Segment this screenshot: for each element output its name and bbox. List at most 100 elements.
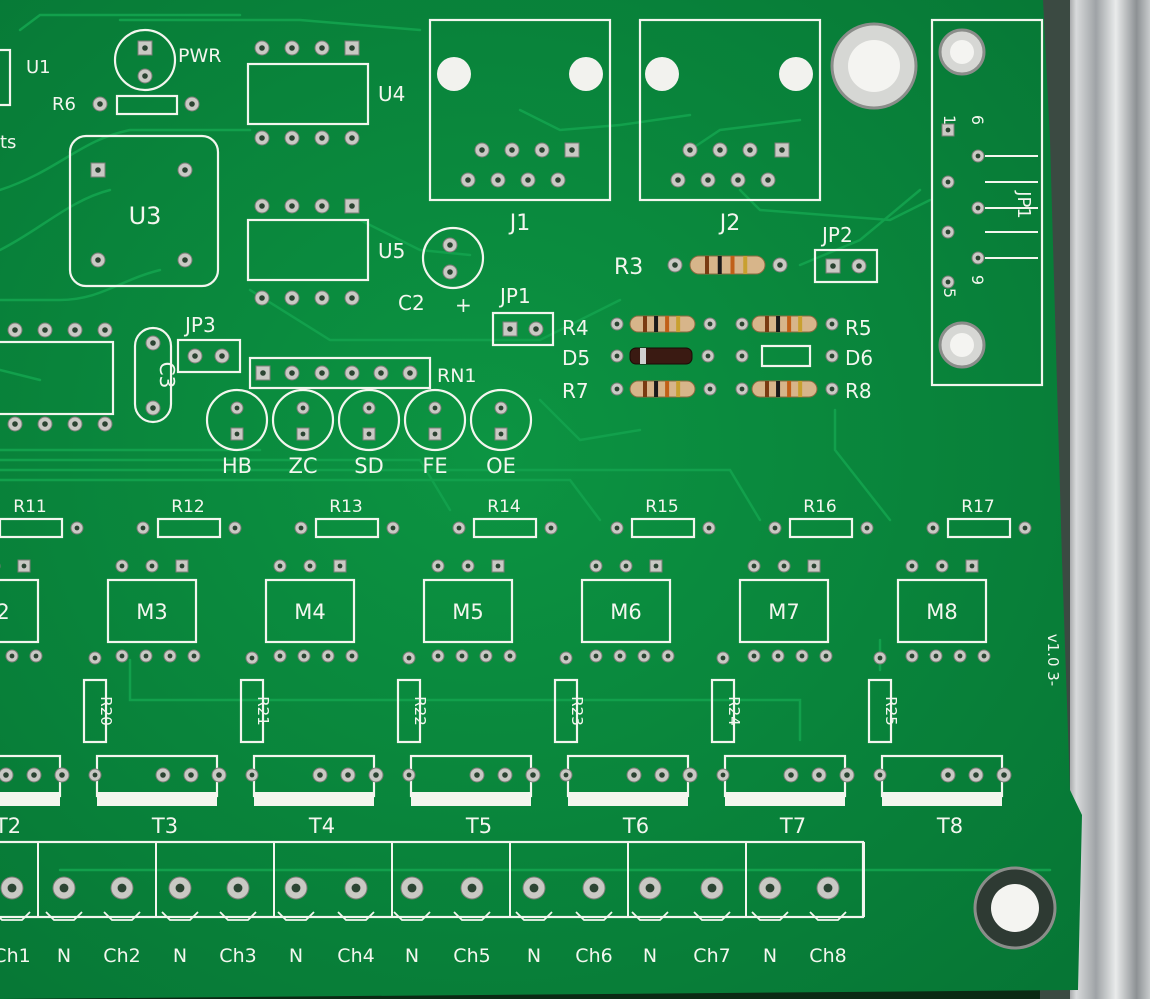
label-t2: T2 — [0, 814, 21, 838]
mount-hole-center — [848, 40, 900, 92]
pad-hole — [12, 421, 18, 427]
pad-hole — [909, 563, 915, 569]
label-terminal-5: N — [289, 945, 303, 967]
label-jp3: JP3 — [183, 313, 216, 337]
r4-resistor — [629, 315, 696, 333]
triac-bar — [254, 792, 374, 806]
pad-hole — [772, 525, 778, 531]
left-ic-outline — [0, 340, 115, 416]
pad-hole — [614, 525, 620, 531]
pad-hole — [631, 772, 637, 778]
pad-hole — [507, 326, 513, 332]
pad-hole — [569, 147, 575, 153]
pad-hole — [829, 353, 835, 359]
led-outline — [469, 388, 533, 452]
d5-band — [640, 348, 646, 364]
terminal-clamp — [575, 911, 613, 921]
pad-hole — [563, 772, 569, 778]
opto-outline — [580, 578, 672, 644]
pad-hole — [930, 525, 936, 531]
pad-hole — [188, 772, 194, 778]
led-outline — [205, 388, 269, 452]
resistor-band — [676, 316, 681, 332]
rch-outline — [788, 517, 854, 539]
pad-hole — [317, 772, 323, 778]
label-m7: M7 — [768, 600, 799, 624]
pad-hole — [788, 772, 794, 778]
pad-hole — [969, 563, 975, 569]
rch-outline — [946, 517, 1012, 539]
pad-hole — [351, 883, 361, 893]
opto-outline — [738, 578, 830, 644]
pad-hole — [939, 563, 945, 569]
resistor-body — [629, 315, 696, 333]
triac-bar — [725, 792, 845, 806]
r6-outline — [115, 94, 179, 116]
label-r4: R4 — [562, 316, 589, 340]
pad-hole — [672, 262, 678, 268]
pad-hole — [829, 321, 835, 327]
pad-hole — [933, 653, 939, 659]
pad-hole — [675, 177, 681, 183]
resistor-band — [787, 316, 792, 332]
label-c2-plus: + — [455, 293, 472, 317]
copper-traces — [0, 13, 1052, 872]
pad-hole — [659, 772, 665, 778]
pad-hole — [589, 883, 599, 893]
pad-hole — [349, 45, 355, 51]
pad-hole — [301, 653, 307, 659]
label-terminal-1: N — [57, 945, 71, 967]
r7-resistor — [629, 380, 696, 398]
pad-hole — [277, 653, 283, 659]
copper-trace — [0, 458, 452, 512]
pad-hole — [337, 563, 343, 569]
pad-hole — [233, 883, 243, 893]
pad-hole — [775, 653, 781, 659]
pad-hole — [687, 147, 693, 153]
copper-trace — [128, 658, 802, 742]
copper-trace — [798, 188, 922, 267]
pads-layer — [0, 40, 1032, 900]
rch-outline — [630, 517, 696, 539]
label-m4: M4 — [294, 600, 325, 624]
pad-hole — [975, 255, 981, 261]
pad-hole — [259, 45, 265, 51]
label-terminal-13: N — [763, 945, 777, 967]
pad-hole — [909, 653, 915, 659]
d5-diode — [629, 347, 693, 365]
copper-trace — [833, 408, 892, 522]
pad-hole — [300, 431, 306, 437]
pad-hole — [739, 386, 745, 392]
label-side-text: v1.0 3- — [1044, 634, 1062, 686]
resistor-band — [765, 316, 769, 332]
pad-hole — [614, 386, 620, 392]
pad-hole — [182, 167, 188, 173]
pad-hole — [945, 179, 951, 185]
pad-hole — [614, 353, 620, 359]
pad-hole — [781, 563, 787, 569]
pad-hole — [407, 883, 417, 893]
label-r5: R5 — [845, 316, 872, 340]
pad-hole — [289, 45, 295, 51]
pad-hole — [623, 563, 629, 569]
terminal-clamp — [337, 911, 375, 921]
pad-hole — [234, 405, 240, 411]
pad-hole — [765, 883, 775, 893]
pad-hole — [705, 177, 711, 183]
pad-hole — [844, 772, 850, 778]
bottom-mount-hole-center — [991, 884, 1039, 932]
opto-outline — [106, 578, 198, 644]
pad-hole — [816, 772, 822, 778]
label-terminal-7: N — [405, 945, 419, 967]
pad-hole — [102, 421, 108, 427]
j2-mount-hole — [645, 57, 679, 91]
pad-hole — [74, 525, 80, 531]
pad-hole — [707, 321, 713, 327]
pad-hole — [3, 772, 9, 778]
label-partial-text: ts — [0, 132, 16, 153]
pad-hole — [459, 653, 465, 659]
pad-hole — [289, 370, 295, 376]
resistor-body — [689, 255, 766, 275]
pad-hole — [42, 327, 48, 333]
